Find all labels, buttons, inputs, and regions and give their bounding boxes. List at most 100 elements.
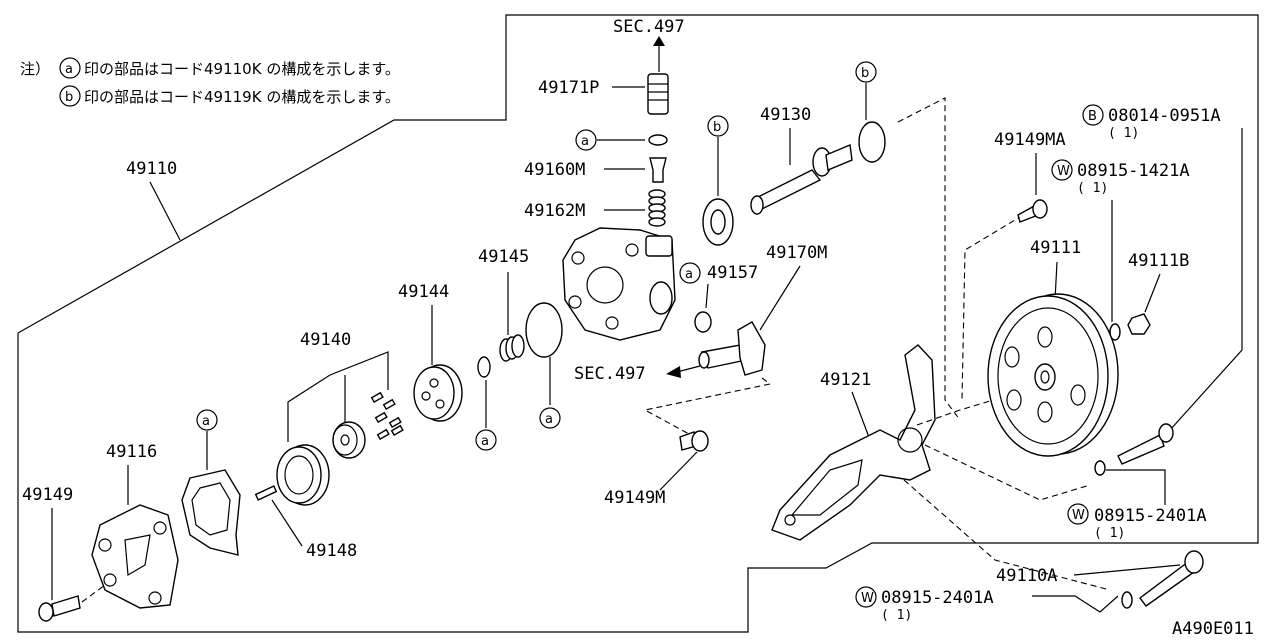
marker-a-letter: a: [545, 412, 553, 427]
arrow-left-icon: [666, 366, 681, 378]
leader-line: [1144, 273, 1161, 313]
leader-line: [659, 451, 698, 491]
fastener-qty: ( 1): [1077, 181, 1108, 196]
leader-line: [851, 391, 871, 441]
marker-W-letter: W: [1057, 164, 1070, 179]
pump-bracket-icon: [771, 344, 936, 541]
marker-W-letter: W: [861, 591, 874, 606]
part-label-49140: 49140: [300, 330, 351, 350]
marker-b-icon: [59, 85, 81, 107]
union-fitting-icon: [647, 73, 669, 115]
fastener-qty: ( 1): [1108, 126, 1139, 141]
fastener-qty: ( 1): [1094, 526, 1125, 541]
vane-icon: [370, 391, 404, 441]
o-ring-icon: [648, 134, 668, 146]
spring-icon: [499, 334, 525, 362]
leader-line: [1106, 469, 1166, 505]
leader-line: [705, 283, 709, 309]
dashed-connector: [643, 377, 772, 441]
rear-cover-icon: [91, 504, 179, 609]
cover-gasket-inner: [191, 482, 231, 536]
oil-seal-inner: [710, 209, 726, 235]
part-label-49148: 49148: [306, 541, 357, 561]
note-line-b: b 印の部品はコード49119K の構成を示します。: [59, 85, 400, 107]
flow-arrow-shaft: [676, 365, 701, 373]
part-label-49121: 49121: [820, 370, 871, 390]
marker-b-letter: b: [861, 66, 869, 81]
marker-b-icon: [707, 115, 729, 137]
leader-line: [1169, 128, 1243, 431]
marker-a-icon: [59, 57, 81, 79]
part-label-49111B: 49111B: [1128, 251, 1189, 271]
bolt-icon: [1017, 199, 1048, 223]
part-label-49149: 49149: [22, 485, 73, 505]
part-label-49144: 49144: [398, 282, 449, 302]
marker-W-letter: W: [1072, 508, 1085, 523]
marker-a-icon: [539, 407, 561, 429]
marker-a-letter: a: [202, 414, 210, 429]
marker-a-icon: [196, 409, 218, 431]
note-text-b: 印の部品はコード49119K の構成を示します。: [84, 88, 400, 106]
drive-shaft-icon: [750, 144, 853, 215]
marker-B-icon: [1082, 104, 1104, 126]
fastener-number: 08915-2401A: [881, 588, 994, 608]
leader-line: [1073, 564, 1181, 576]
marker-b-letter: b: [65, 90, 73, 105]
snap-ring-icon: [858, 121, 886, 163]
washer-icon: [1121, 591, 1133, 609]
sec-label-top: SEC.497: [613, 17, 685, 37]
part-label-49149M: 49149M: [604, 488, 665, 508]
pump-body-icon: [562, 227, 676, 341]
side-plate-icon: [413, 364, 463, 422]
marker-b-icon: [855, 61, 877, 83]
assembly-boundary: [17, 14, 1259, 633]
marker-b-letter: b: [713, 120, 721, 135]
nut-icon: [1127, 313, 1151, 335]
note-text-a: 印の部品はコード49110K の構成を示します。: [84, 60, 400, 78]
note-line-a: 注） a 印の部品はコード49110K の構成を示します。: [20, 57, 400, 79]
pulley-icon: [987, 293, 1119, 457]
leader-line: [1032, 595, 1119, 613]
bolt-icon: [1117, 423, 1174, 465]
part-label-49170M: 49170M: [766, 243, 827, 263]
marker-a-icon: [679, 262, 701, 284]
o-ring-icon: [477, 356, 491, 378]
bolt-icon: [679, 430, 709, 452]
cover-gasket-icon: [181, 469, 241, 556]
marker-a-letter: a: [581, 134, 589, 149]
washer-icon: [1094, 460, 1106, 476]
fastener-number: 08915-1421A: [1077, 161, 1190, 181]
part-label-49171P: 49171P: [538, 78, 599, 98]
leader-line: [759, 265, 801, 331]
leader-line: [287, 351, 389, 442]
part-label-49110A: 49110A: [996, 566, 1057, 586]
dashed-connector: [903, 479, 1111, 591]
fastener-number: 08014-0951A: [1108, 106, 1221, 126]
spring-icon: [648, 189, 666, 227]
part-label-49130: 49130: [760, 105, 811, 125]
marker-W-icon: [855, 586, 877, 608]
fastener-qty: ( 1): [881, 608, 912, 623]
washer-icon: [1109, 323, 1121, 341]
marker-a-icon: [575, 129, 597, 151]
leader-line: [271, 499, 303, 547]
rotor-icon: [332, 421, 366, 459]
marker-W-icon: [1067, 503, 1089, 525]
gasket-ring-icon: [525, 302, 563, 358]
flow-valve-icon: [649, 157, 667, 183]
marker-a-letter: a: [481, 434, 489, 449]
leader-line: [149, 181, 181, 241]
cam-ring-icon: [276, 444, 330, 506]
dashed-connector: [81, 584, 106, 603]
part-label-49149MA: 49149MA: [994, 130, 1066, 150]
part-label-49111: 49111: [1030, 238, 1081, 258]
fastener-number: 08915-2401A: [1094, 506, 1207, 526]
dashed-connector: [924, 444, 1091, 501]
part-label-49157: 49157: [707, 263, 758, 283]
part-label-49160M: 49160M: [524, 160, 585, 180]
marker-B-letter: B: [1088, 109, 1097, 124]
part-label-49162M: 49162M: [524, 201, 585, 221]
bolt-icon: [38, 595, 81, 622]
part-label-49116: 49116: [106, 442, 157, 462]
